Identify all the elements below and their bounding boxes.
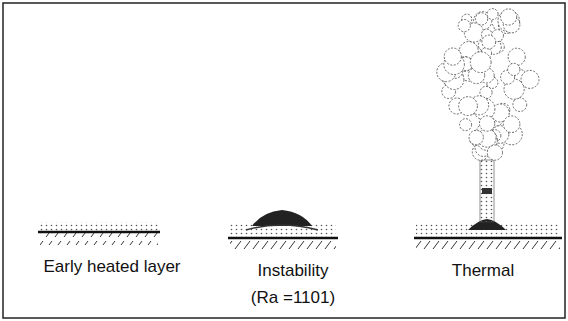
plume-bubble xyxy=(487,145,502,160)
panel-label: Early heated layer xyxy=(43,258,180,277)
plume-bubble xyxy=(501,9,517,25)
plume-bubble xyxy=(470,52,491,73)
panel-label: Instability xyxy=(258,262,329,281)
plume-bubble xyxy=(482,35,496,49)
rayleigh-number: (Ra =1101) xyxy=(251,289,335,308)
frame xyxy=(3,3,565,318)
plume-bubble xyxy=(521,70,539,88)
plume-bubble xyxy=(479,116,494,131)
plume-bubble xyxy=(444,48,461,65)
plume-bubble xyxy=(508,63,520,75)
plume-bubble xyxy=(487,9,498,20)
plume-bubble xyxy=(476,13,488,25)
plume-bubble xyxy=(469,130,483,144)
plume-bubble xyxy=(513,98,527,112)
early-heated-layer-figure xyxy=(38,222,160,245)
plume-bubble xyxy=(503,116,520,133)
plume-bubble xyxy=(459,97,478,116)
instability-figure xyxy=(228,210,338,251)
plume-bubble xyxy=(458,20,470,32)
plume-bubble xyxy=(508,48,525,65)
panel-label: Thermal xyxy=(452,262,514,281)
thermal-figure xyxy=(414,9,562,251)
plume-bubble xyxy=(460,119,472,131)
